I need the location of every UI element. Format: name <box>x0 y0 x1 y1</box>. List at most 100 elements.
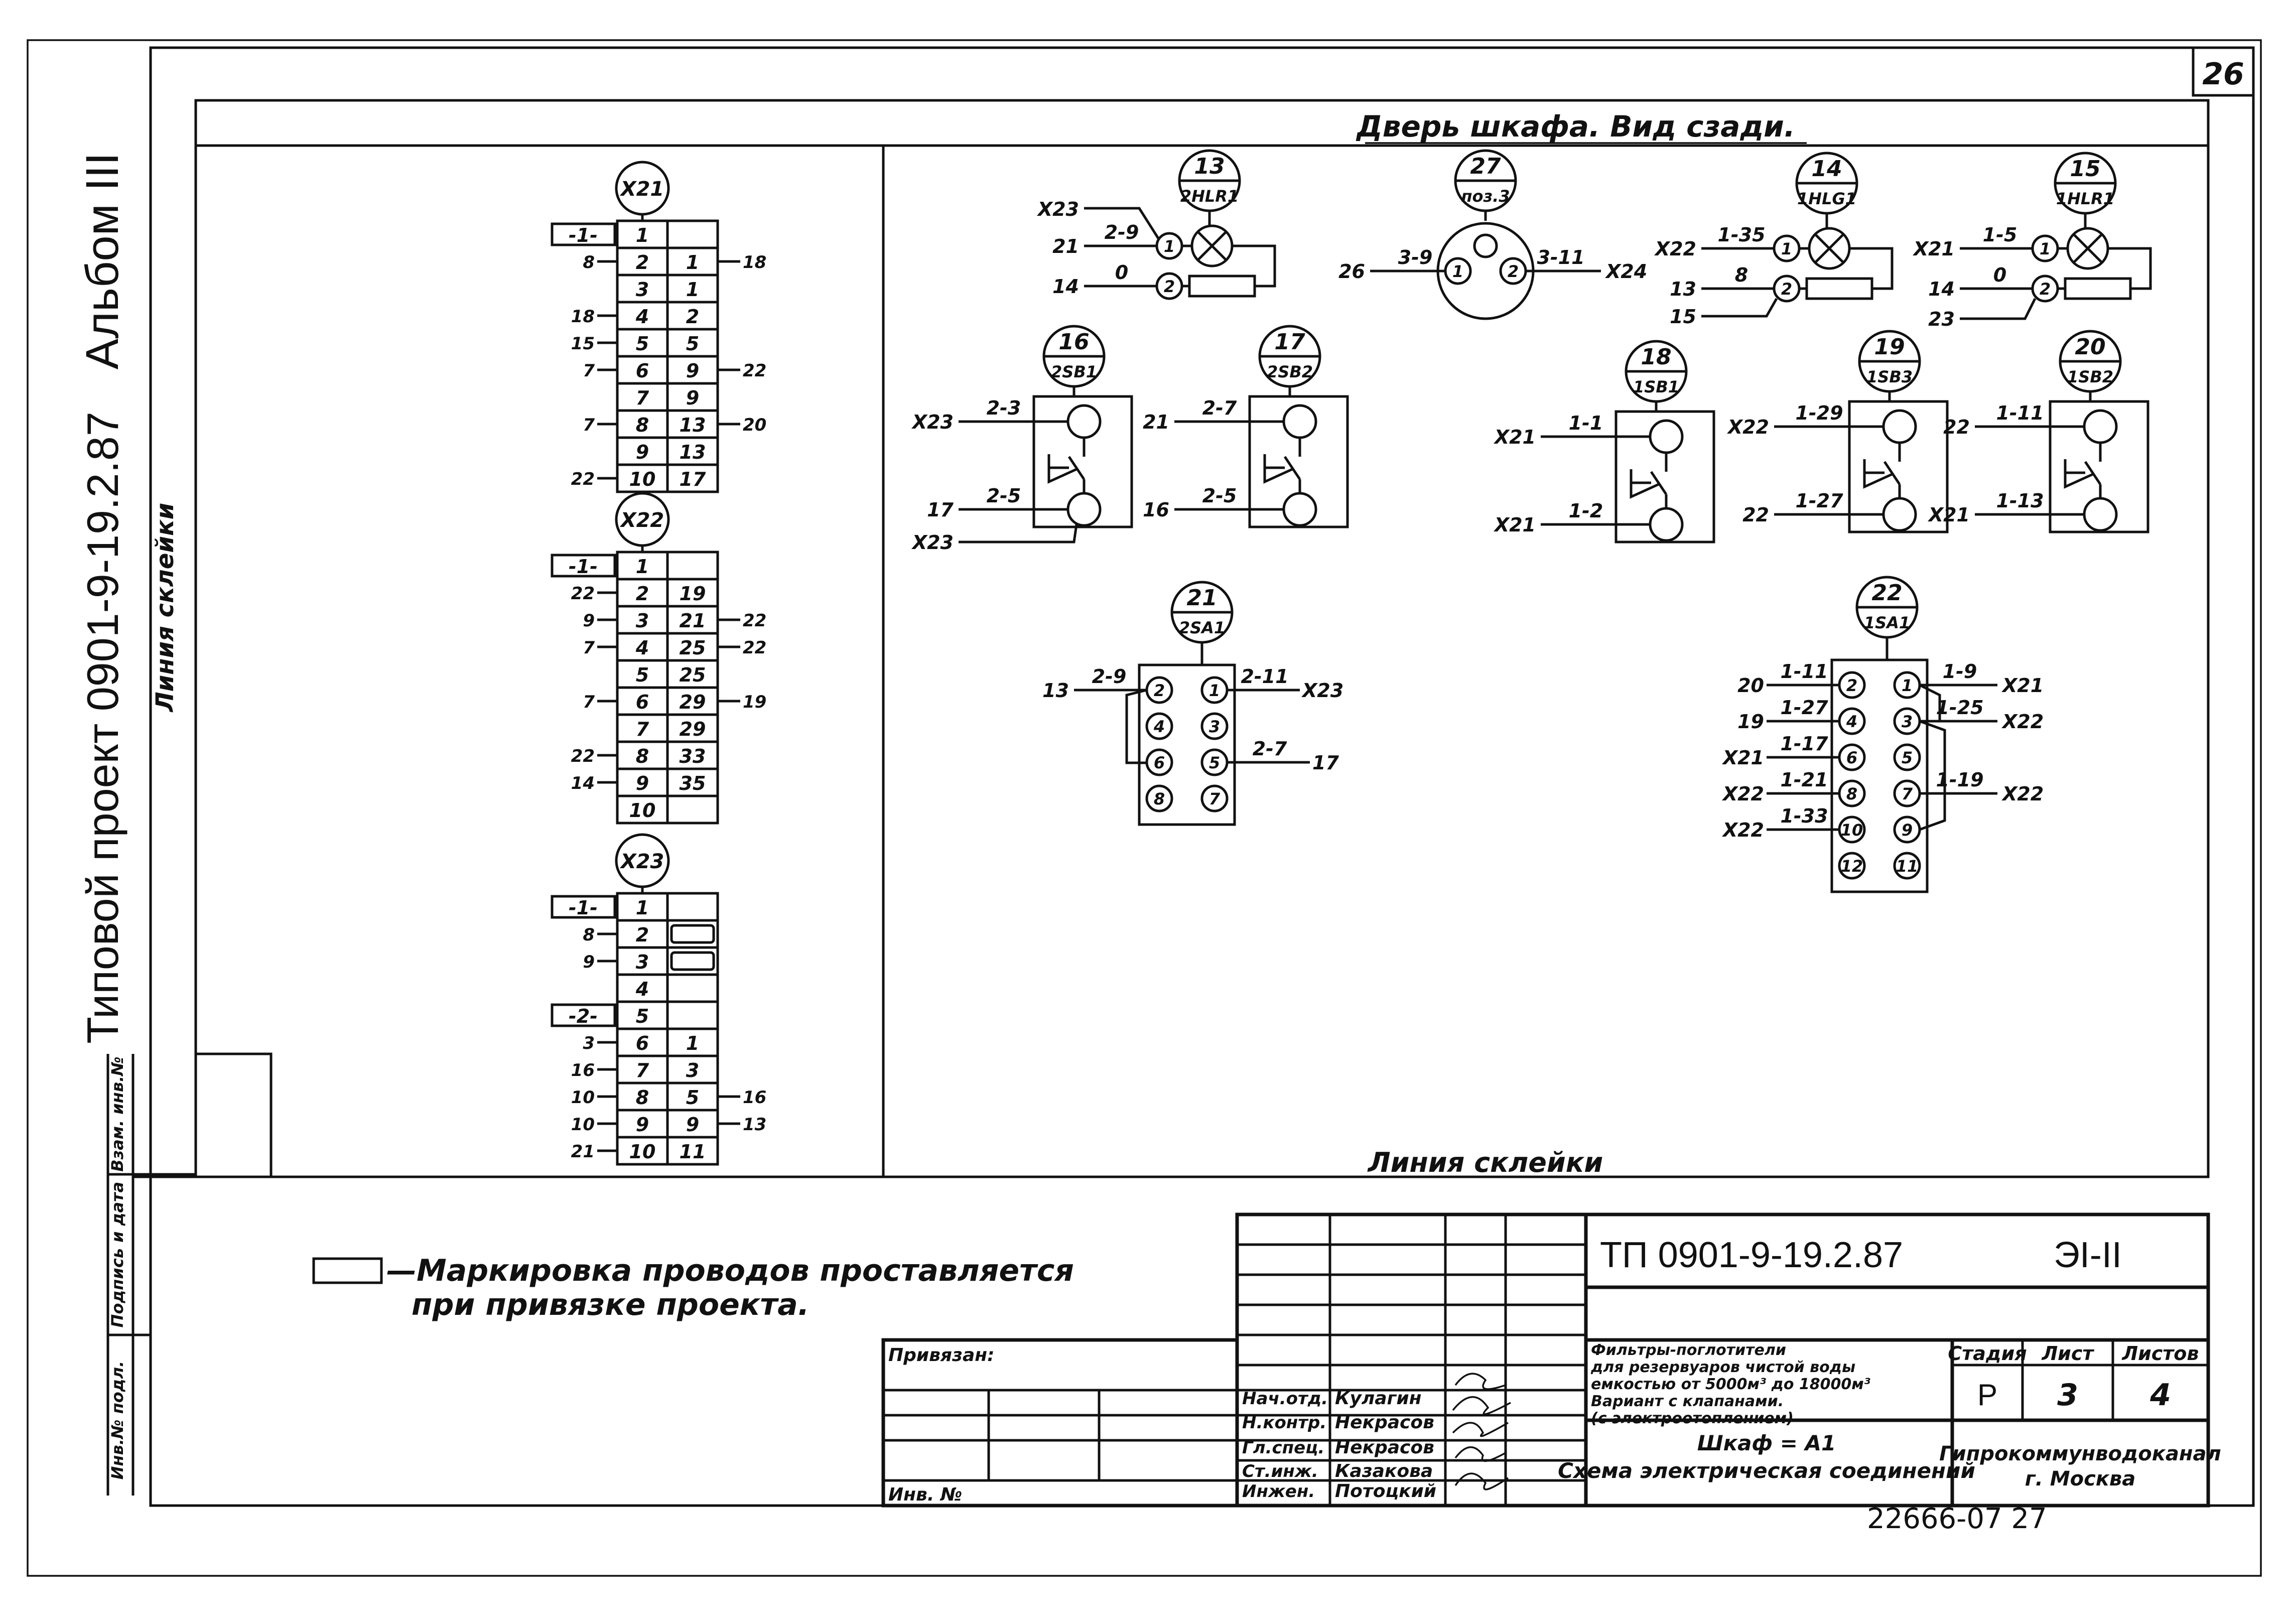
title-role: Н.контр. <box>1242 1413 1326 1433</box>
wire-label: X21 <box>2001 674 2044 697</box>
terminal-row: 6 1 3 <box>583 1027 719 1057</box>
terminal-block-name: X23 <box>619 850 664 873</box>
terminal-row: 39 <box>583 946 719 976</box>
terminal-left-wire: 7 <box>583 361 595 381</box>
terminal-left-wire: 14 <box>571 773 595 793</box>
terminal-number: 2 <box>636 583 649 605</box>
terminal-number: 5 <box>636 333 649 355</box>
pin <box>1893 743 1921 771</box>
terminal-row: 5-2- <box>551 1000 719 1030</box>
position-number: 14 <box>1811 156 1842 182</box>
terminal-number: 1 <box>636 556 649 578</box>
terminal-number: 2 <box>636 251 649 274</box>
terminal-left-wire: 9 <box>583 952 595 972</box>
button-housing <box>1248 395 1349 528</box>
title-name: Казакова <box>1335 1461 1433 1481</box>
terminal-wire-number: 9 <box>686 387 699 409</box>
terminal-number: 9 <box>636 1114 649 1136</box>
terminal-wire-number: 29 <box>680 691 706 713</box>
group-box <box>551 222 616 246</box>
stamp-label-1: Подпись и дата <box>108 1182 127 1328</box>
terminal-number: 2 <box>636 924 649 946</box>
group-box <box>551 554 616 578</box>
wire-label: X23 <box>1037 198 1079 220</box>
pin <box>1145 784 1173 813</box>
pin-number: 3 <box>1902 712 1913 731</box>
wire-label: X21 <box>1913 238 1955 260</box>
button-housing <box>1848 400 1949 533</box>
terminal-right-wire: 18 <box>743 252 766 273</box>
terminal-wire-number: 1 <box>686 1032 699 1054</box>
position-number: 19 <box>1874 334 1905 360</box>
glue-line-vertical: Линия склейки <box>151 503 179 713</box>
terminal-right-wire: 20 <box>743 415 766 435</box>
wire-label: 1-13 <box>1996 490 2044 512</box>
pin-number: 9 <box>1902 821 1913 840</box>
terminal-wire-number: 2 <box>686 306 699 328</box>
album-label: Альбом III <box>77 153 128 369</box>
wire-label: 3-9 <box>1398 246 1433 268</box>
wire-label: X22 <box>1722 819 1764 841</box>
pin-number: 6 <box>1846 748 1857 767</box>
terminal-number: 3 <box>636 610 649 632</box>
pin-number: 5 <box>1209 753 1220 772</box>
terminal-number: 4 <box>635 306 649 328</box>
pin-number: 12 <box>1841 857 1863 876</box>
terminal-number: 9 <box>636 772 649 794</box>
pin-number: 4 <box>1153 717 1165 736</box>
wire-label: 22 <box>1742 504 1769 526</box>
pin-number: 2 <box>1846 676 1857 695</box>
terminal-number: 10 <box>629 1141 656 1163</box>
component-ref: 2SB2 <box>1267 362 1313 381</box>
wire-label: X22 <box>2001 711 2044 733</box>
wire-label: 1-35 <box>1717 224 1765 246</box>
title-designation: ТП 0901-9-19.2.87 <box>1600 1235 1903 1275</box>
button-housing <box>2049 400 2149 533</box>
title-role: Инжен. <box>1242 1481 1315 1502</box>
pin-number: 2 <box>1781 280 1792 299</box>
components: 132HLR112X23212-9140141HLG112X221-351381… <box>911 149 2152 893</box>
terminal-wire-number: 13 <box>680 414 706 436</box>
terminal-wire-number: 25 <box>680 637 706 659</box>
terminal-number: 6 <box>636 1032 649 1054</box>
wire-label: 0 <box>1993 264 2006 286</box>
sheet-number: 26 <box>2202 57 2244 92</box>
wire-label: 2-5 <box>987 485 1021 507</box>
pin-number: 1 <box>1452 262 1463 281</box>
wire-label: X22 <box>1727 416 1769 438</box>
button-housing <box>1032 395 1133 528</box>
terminal-row: 1-1- <box>551 219 719 249</box>
terminal-number: 4 <box>635 637 649 659</box>
terminal-left-wire: 3 <box>583 1033 595 1053</box>
wire-label: 2-7 <box>1202 397 1237 419</box>
sheet-number-box <box>2192 46 2255 97</box>
description-line: (с электроотоплением) <box>1591 1410 1794 1427</box>
wire-label: X21 <box>1494 514 1536 536</box>
terminal-left-wire: 22 <box>571 469 595 489</box>
stage-value: Р <box>1977 1378 1997 1412</box>
wire-label: 17 <box>927 499 954 521</box>
component-ref: 1SB3 <box>1866 367 1913 386</box>
wire-label: 14 <box>1928 278 1955 300</box>
component-ref: поз.3 <box>1461 187 1510 206</box>
wire-label: 2-9 <box>1105 221 1139 243</box>
pin-number: 3 <box>1209 717 1220 736</box>
position-number: 18 <box>1641 344 1671 370</box>
pin-number: 1 <box>1209 681 1220 700</box>
pin <box>1893 852 1921 880</box>
inv-no-label: Инв. № <box>888 1484 962 1505</box>
terminal-right-wire: 22 <box>743 361 766 381</box>
position-number: 21 <box>1186 585 1217 611</box>
position-number: 13 <box>1194 154 1225 179</box>
switch-housing <box>1830 658 1929 893</box>
resistor-icon <box>2064 277 2132 300</box>
signatures <box>1452 1373 1511 1491</box>
